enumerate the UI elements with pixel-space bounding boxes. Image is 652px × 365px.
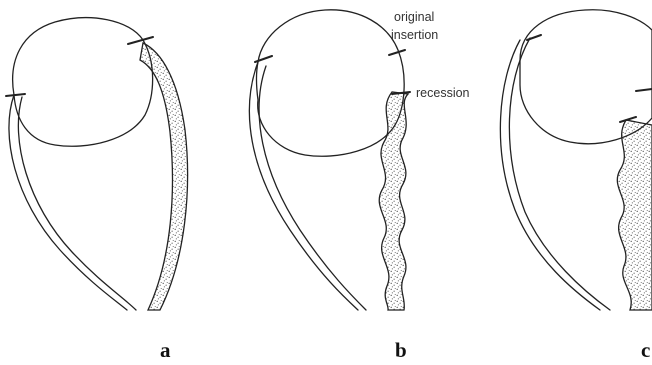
label-original-line1: original — [394, 10, 434, 24]
stippled-muscle-wavy — [617, 120, 652, 310]
label-original-line2: insertion — [391, 28, 438, 42]
panel-b: original insertion recession — [249, 10, 469, 310]
panel-letter-b: b — [395, 338, 407, 363]
panel-letter-a: a — [160, 338, 171, 363]
label-recession: recession — [416, 86, 470, 100]
globe — [13, 18, 153, 147]
panel-letter-c: c — [641, 338, 650, 363]
panel-a — [6, 18, 188, 310]
globe — [257, 10, 405, 156]
panel-c — [500, 10, 652, 310]
